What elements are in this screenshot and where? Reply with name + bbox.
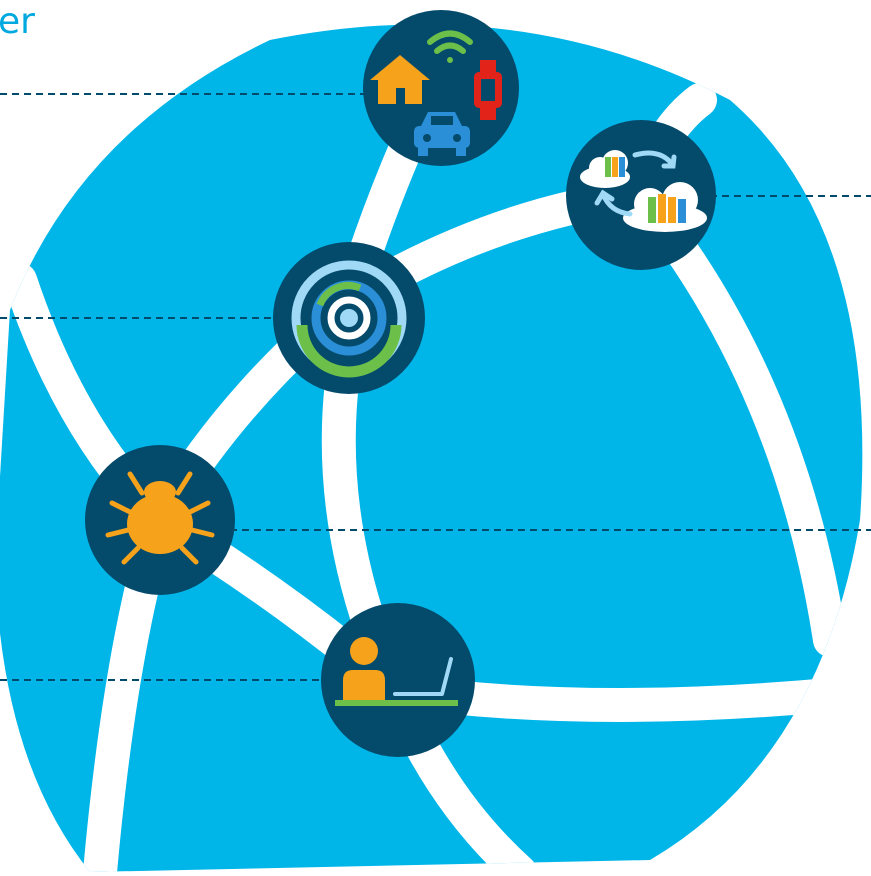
- node-background: [363, 10, 519, 166]
- node-remote-user[interactable]: [321, 603, 475, 757]
- connector-lines: [0, 93, 871, 681]
- node-iot-devices[interactable]: [363, 10, 519, 166]
- sync-arrows-icon: [594, 150, 677, 217]
- node-multicloud[interactable]: [566, 120, 716, 270]
- node-malware[interactable]: [85, 445, 235, 595]
- server-rack-icon: [605, 157, 686, 223]
- person-at-laptop-icon: [335, 637, 458, 706]
- wifi-icon: [427, 30, 473, 63]
- house-icon: [370, 55, 430, 104]
- bug-icon: [105, 471, 215, 565]
- node-network-analytics[interactable]: [273, 242, 425, 394]
- concentric-rings-icon: [291, 260, 407, 378]
- smartwatch-icon: [474, 60, 502, 120]
- page-title-fragment: er: [0, 1, 35, 42]
- car-icon: [414, 112, 470, 156]
